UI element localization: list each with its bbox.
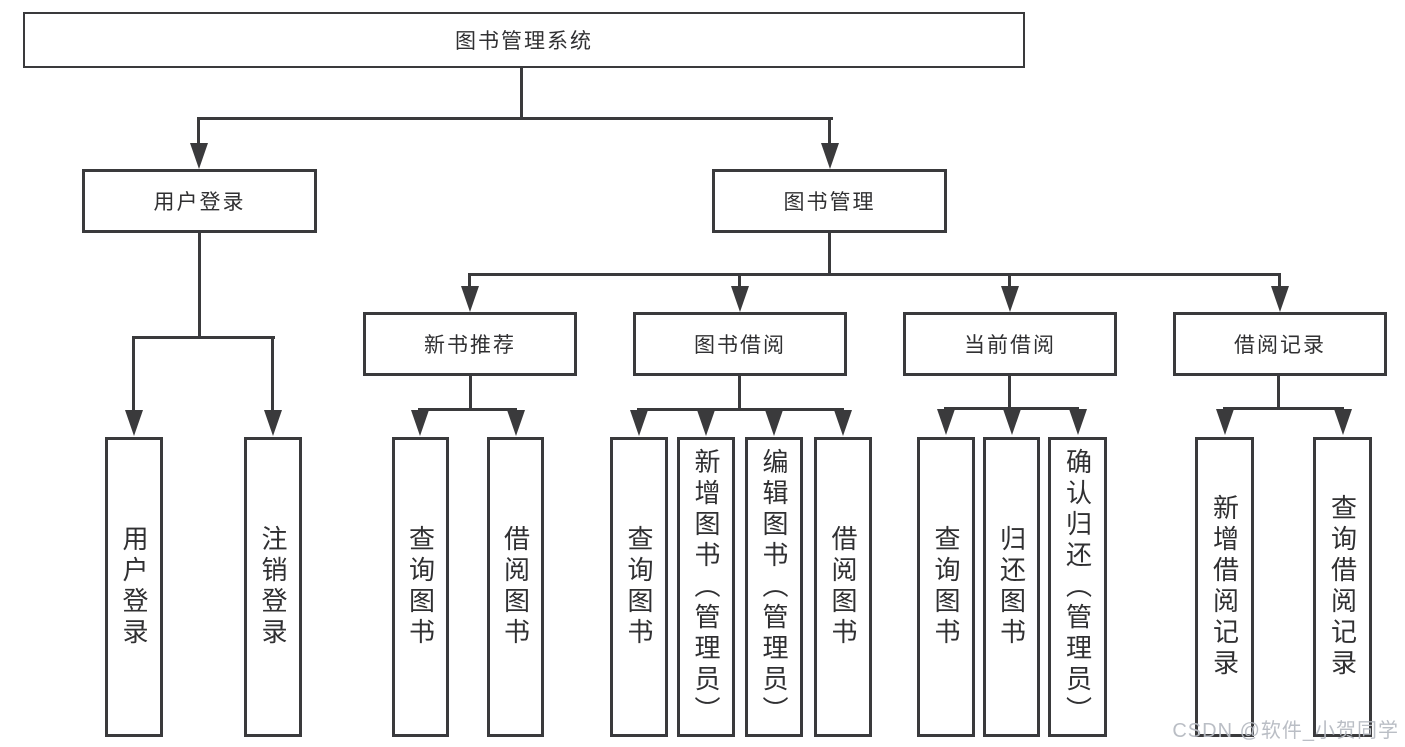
arrow-down-icon — [264, 410, 282, 436]
node-current-borrow-label: 当前借阅 — [964, 334, 1056, 357]
leaf-query-book-3-label: 查询图书 — [931, 525, 961, 649]
leaf-return-book: 归还图书 — [983, 437, 1040, 737]
leaf-edit-book: 编辑图书（管理员） — [745, 437, 803, 737]
connector-line — [1277, 375, 1280, 409]
leaf-query-record-label: 查询借阅记录 — [1327, 494, 1358, 680]
node-book-borrow: 图书借阅 — [633, 312, 847, 376]
node-new-book-rec: 新书推荐 — [363, 312, 577, 376]
leaf-add-book-label: 新增图书（管理员） — [691, 447, 721, 727]
leaf-borrow-book-2: 借阅图书 — [814, 437, 872, 737]
connector-line — [198, 232, 201, 338]
leaf-logout: 注销登录 — [244, 437, 302, 737]
arrow-down-icon — [1001, 286, 1019, 312]
arrow-down-icon — [697, 410, 715, 436]
connector-line — [738, 273, 741, 289]
leaf-query-book-1: 查询图书 — [392, 437, 449, 737]
arrow-down-icon — [1216, 409, 1234, 435]
arrow-down-icon — [1271, 286, 1289, 312]
node-root: 图书管理系统 — [23, 12, 1025, 68]
arrow-down-icon — [125, 410, 143, 436]
arrow-down-icon — [461, 286, 479, 312]
watermark-text: CSDN @软件_小贺同学 — [1172, 720, 1399, 742]
connector-line — [1278, 273, 1281, 289]
node-borrow-records-label: 借阅记录 — [1234, 334, 1326, 357]
arrow-down-icon — [1003, 409, 1021, 435]
arrow-down-icon — [630, 410, 648, 436]
node-user-login-label: 用户登录 — [153, 191, 246, 214]
leaf-logout-label: 注销登录 — [258, 525, 288, 649]
connector-line — [944, 407, 1079, 410]
node-current-borrow: 当前借阅 — [903, 312, 1117, 376]
leaf-query-book-3: 查询图书 — [917, 437, 975, 737]
arrow-down-icon — [1334, 409, 1352, 435]
arrow-down-icon — [507, 410, 525, 436]
connector-line — [828, 233, 831, 275]
connector-line — [637, 408, 844, 411]
connector-line — [132, 336, 275, 339]
node-book-mgmt: 图书管理 — [712, 169, 947, 233]
leaf-add-book: 新增图书（管理员） — [677, 437, 735, 737]
leaf-borrow-book-1-label: 借阅图书 — [500, 525, 531, 649]
connector-line — [1008, 273, 1011, 289]
leaf-user-login: 用户登录 — [105, 437, 163, 737]
node-root-label: 图书管理系统 — [455, 30, 593, 53]
connector-line — [469, 375, 472, 410]
leaf-confirm-return: 确认归还（管理员） — [1048, 437, 1107, 737]
connector-line — [197, 117, 833, 120]
connector-line — [520, 68, 523, 120]
connector-line — [197, 117, 200, 147]
leaf-borrow-book-1: 借阅图书 — [487, 437, 544, 737]
leaf-query-book-2-label: 查询图书 — [624, 525, 654, 649]
leaf-query-book-1-label: 查询图书 — [405, 525, 436, 649]
leaf-add-record-label: 新增借阅记录 — [1209, 494, 1240, 680]
connector-line — [271, 336, 274, 412]
connector-line — [468, 273, 1281, 276]
connector-line — [738, 375, 741, 410]
node-book-borrow-label: 图书借阅 — [694, 334, 786, 357]
arrow-down-icon — [937, 409, 955, 435]
leaf-query-book-2: 查询图书 — [610, 437, 668, 737]
connector-line — [132, 336, 135, 412]
leaf-return-book-label: 归还图书 — [996, 525, 1027, 649]
arrow-down-icon — [834, 410, 852, 436]
leaf-add-record: 新增借阅记录 — [1195, 437, 1254, 737]
arrow-down-icon — [765, 410, 783, 436]
node-user-login: 用户登录 — [82, 169, 317, 233]
leaf-edit-book-label: 编辑图书（管理员） — [759, 447, 789, 727]
leaf-user-login-label: 用户登录 — [119, 525, 149, 649]
arrow-down-icon — [190, 143, 208, 169]
node-book-mgmt-label: 图书管理 — [783, 191, 876, 214]
connector-line — [1223, 407, 1344, 410]
leaf-borrow-book-2-label: 借阅图书 — [828, 525, 858, 649]
connector-line — [828, 117, 831, 147]
arrow-down-icon — [731, 286, 749, 312]
connector-line — [418, 408, 517, 411]
arrow-down-icon — [821, 143, 839, 169]
connector-line — [468, 273, 471, 289]
connector-line — [1008, 375, 1011, 409]
arrow-down-icon — [1069, 409, 1087, 435]
leaf-query-record: 查询借阅记录 — [1313, 437, 1372, 737]
arrow-down-icon — [411, 410, 429, 436]
node-new-book-rec-label: 新书推荐 — [424, 334, 516, 357]
leaf-confirm-return-label: 确认归还（管理员） — [1062, 447, 1093, 727]
node-borrow-records: 借阅记录 — [1173, 312, 1387, 376]
